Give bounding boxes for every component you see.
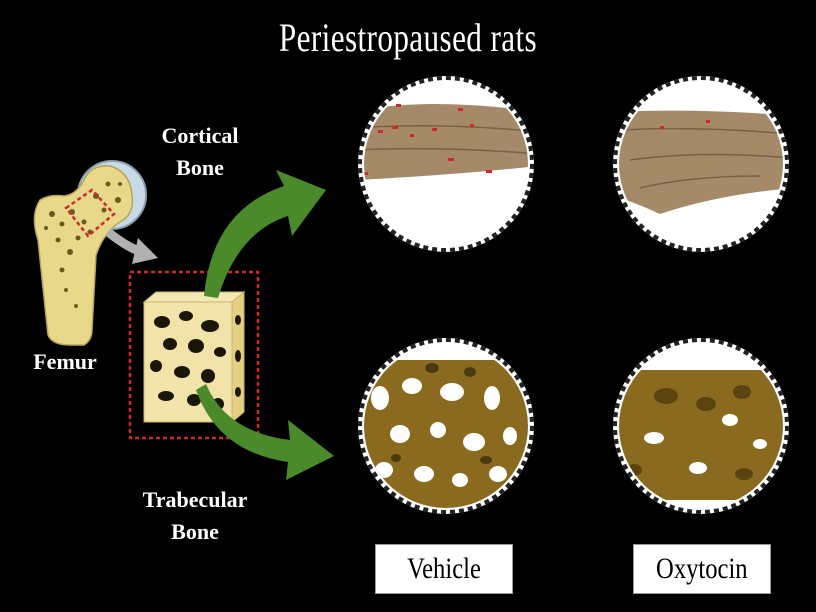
femur-label: Femur [33,349,97,374]
bone-block [128,270,260,440]
trabecular-arrow [196,384,334,480]
oxytocin-label: Oxytocin [633,544,771,594]
cortical-bone-label: Cortical Bone [161,123,239,180]
zoom-arrow-head [132,238,158,264]
oxytocin-cortical-view [613,76,789,252]
femur-illustration [33,160,147,346]
cortical-arrow [204,170,326,298]
figure-title: Periestropaused rats [278,15,538,60]
oxytocin-trabecular-view [613,338,789,514]
vehicle-label: Vehicle [375,544,513,594]
vehicle-trabecular-view [358,338,534,514]
trabecular-bone-label: Trabecular Bone [142,487,248,544]
vehicle-cortical-view [358,76,534,252]
